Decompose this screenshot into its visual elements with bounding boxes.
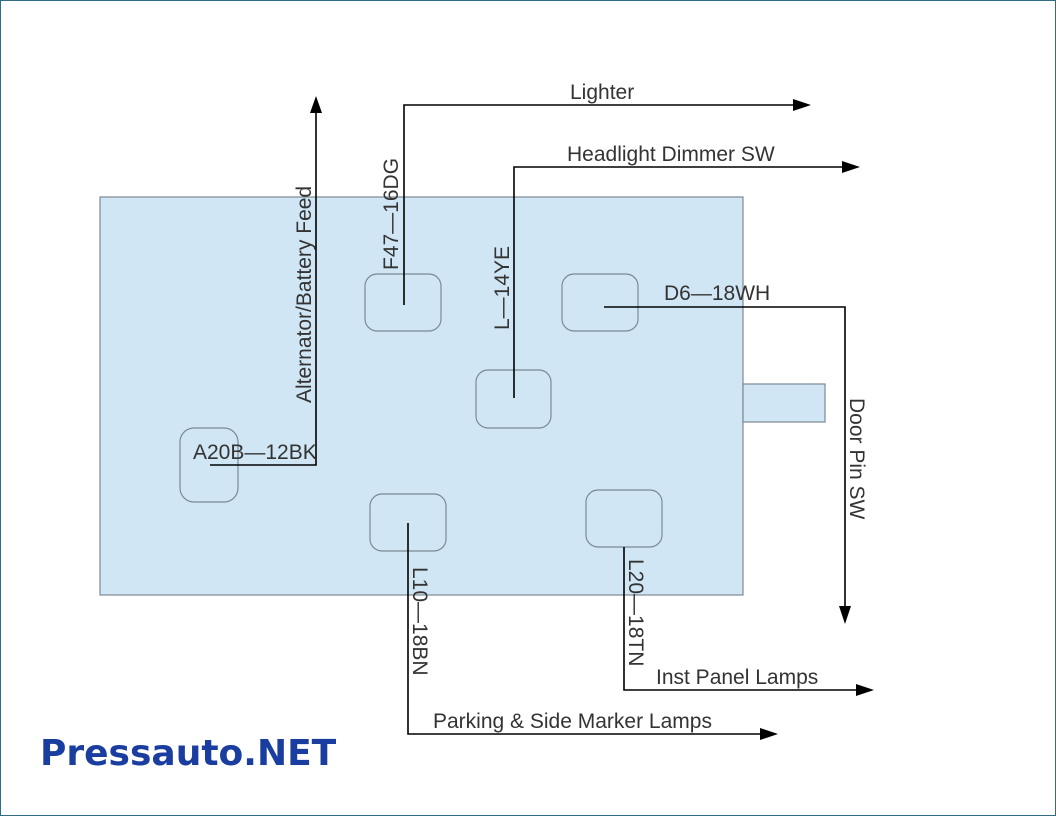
wire-door <box>604 306 846 608</box>
arrow-right-icon <box>793 99 811 111</box>
wire-lighter <box>403 104 795 305</box>
arrow-down-icon <box>839 606 851 624</box>
wire-dest-parking: Parking & Side Marker Lamps <box>433 710 712 733</box>
arrow-up-icon <box>310 96 322 113</box>
wire-dest-alt: Alternator/Battery Feed <box>293 186 316 403</box>
wire-code-door: D6—18WH <box>664 282 770 305</box>
wire-dest-inst: Inst Panel Lamps <box>656 666 818 689</box>
wire-dest-door: Door Pin SW <box>845 398 868 520</box>
wire-dest-dimmer: Headlight Dimmer SW <box>567 143 775 166</box>
wire-inst <box>623 547 856 691</box>
wire-dimmer <box>513 166 843 398</box>
arrow-right-icon <box>856 684 874 696</box>
wire-code-parking: L10—18BN <box>408 567 431 676</box>
wire-code-lighter: F47—16DG <box>380 158 403 270</box>
terminal-f47 <box>364 273 442 332</box>
watermark-logo: Pressauto.NET <box>40 733 337 774</box>
terminal-d6 <box>561 273 639 332</box>
wire-alt <box>210 110 317 466</box>
terminal-l20 <box>585 489 663 548</box>
wire-code-inst: L20—18TN <box>624 559 647 666</box>
arrow-right-icon <box>760 728 778 740</box>
wire-dest-lighter: Lighter <box>570 81 634 104</box>
arrow-right-icon <box>842 161 860 173</box>
wire-parking <box>407 523 760 735</box>
wire-code-alt: A20B—12BK <box>193 441 317 464</box>
connector-latch-tab <box>742 383 826 423</box>
wire-code-dimmer: L—14YE <box>491 246 514 330</box>
